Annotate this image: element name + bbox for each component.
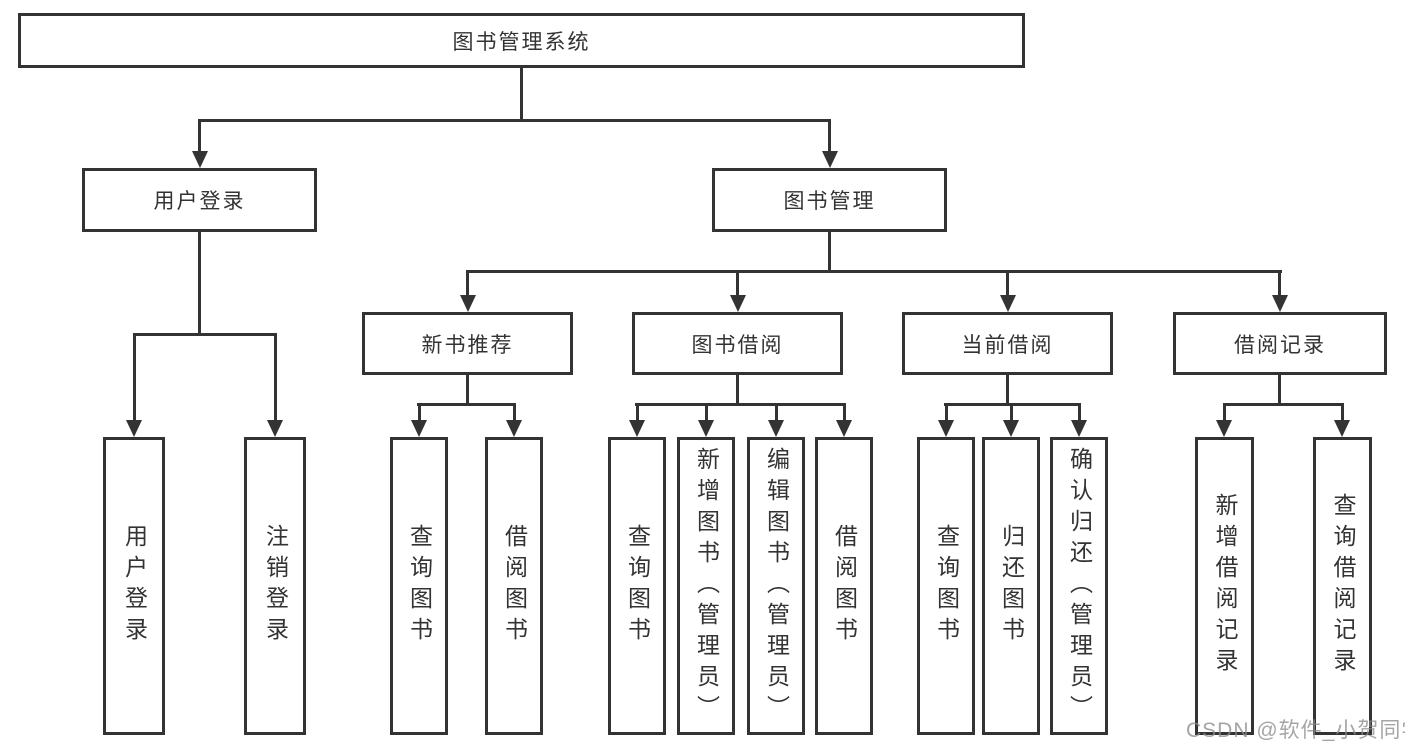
leaf-logout-label: 注销登录: [262, 524, 289, 648]
connector-new-book-recommend-trunk: [466, 375, 469, 406]
leaf-borrowing-query-books-label: 查询图书: [624, 524, 651, 648]
connector-g5-add-shaft: [1223, 403, 1226, 422]
leaf-borrowing-query-books: 查询图书: [608, 437, 666, 735]
connector-user-login-shaft: [198, 119, 201, 152]
leaf-confirm-return-admin-label: 确认归还（管理员）: [1066, 446, 1093, 726]
leaf-return-books: 归还图书: [982, 437, 1040, 735]
connector-logout-shaft: [274, 333, 277, 421]
arrowhead-book-management: [822, 151, 838, 168]
connector-book-management-shaft: [828, 119, 831, 152]
arrowhead-user-login: [192, 151, 208, 168]
arrowhead-g3-query: [629, 420, 645, 437]
leaf-recommend-borrow-books-label: 借阅图书: [501, 524, 528, 648]
node-current-borrowing: 当前借阅: [902, 312, 1113, 375]
node-library-management-system-label: 图书管理系统: [452, 30, 591, 54]
arrowhead-logout: [267, 420, 283, 437]
connector-g2-borrow-shaft: [513, 403, 516, 422]
leaf-current-query-books: 查询图书: [917, 437, 975, 735]
node-borrowing-records: 借阅记录: [1173, 312, 1387, 375]
node-user-login-label: 用户登录: [153, 190, 246, 213]
connector-current-borrowing-shaft: [1006, 270, 1009, 297]
connector-book-borrowing-trunk: [736, 375, 739, 406]
arrowhead-g3-add: [698, 420, 714, 437]
connector-g3-borrow-shaft: [843, 403, 846, 422]
leaf-add-borrow-record: 新增借阅记录: [1195, 437, 1254, 735]
connector-level1-hline: [198, 119, 831, 122]
arrowhead-g2-borrow: [506, 420, 522, 437]
connector-g3-edit-shaft: [775, 403, 778, 422]
connector-g2-query-shaft: [418, 403, 421, 422]
connector-book-borrowing-shaft: [736, 270, 739, 297]
leaf-borrowing-borrow-books-label: 借阅图书: [831, 524, 858, 648]
connector-g3-add-shaft: [705, 403, 708, 422]
connector-g4-confirm-shaft: [1078, 403, 1081, 422]
node-borrowing-records-label: 借阅记录: [1234, 333, 1326, 357]
leaf-recommend-query-books-label: 查询图书: [406, 524, 433, 648]
leaf-user-login: 用户登录: [103, 437, 165, 735]
arrowhead-book-borrowing: [730, 295, 746, 312]
connector-borrowing-records-hline: [1223, 403, 1344, 406]
connector-book-borrowing-hline: [635, 403, 846, 406]
leaf-edit-books-admin: 编辑图书（管理员）: [747, 437, 805, 735]
arrowhead-current-borrowing: [1000, 295, 1016, 312]
connector-user-login-hline: [133, 333, 277, 336]
node-book-management: 图书管理: [712, 168, 947, 232]
leaf-return-books-label: 归还图书: [998, 524, 1025, 648]
connector-g3-query-shaft: [636, 403, 639, 422]
leaf-edit-books-admin-label: 编辑图书（管理员）: [763, 446, 790, 726]
connector-root-trunk: [520, 68, 523, 122]
arrowhead-g5-add: [1216, 420, 1232, 437]
leaf-add-books-admin: 新增图书（管理员）: [677, 437, 735, 735]
leaf-query-borrow-record: 查询借阅记录: [1313, 437, 1372, 735]
arrowhead-g4-return: [1003, 420, 1019, 437]
arrowhead-g3-borrow: [836, 420, 852, 437]
node-book-borrowing-label: 图书借阅: [691, 333, 784, 357]
connector-new-book-recommend-hline: [417, 403, 516, 406]
connector-level2-hline: [466, 270, 1282, 273]
node-current-borrowing-label: 当前借阅: [961, 333, 1054, 357]
node-new-book-recommend-label: 新书推荐: [421, 333, 514, 357]
leaf-logout: 注销登录: [244, 437, 306, 735]
leaf-recommend-borrow-books: 借阅图书: [485, 437, 543, 735]
arrowhead-g2-query: [411, 420, 427, 437]
leaf-add-books-admin-label: 新增图书（管理员）: [693, 446, 720, 726]
arrowhead-g4-query: [938, 420, 954, 437]
leaf-recommend-query-books: 查询图书: [390, 437, 448, 735]
connector-g4-return-shaft: [1010, 403, 1013, 422]
arrowhead-g3-edit: [768, 420, 784, 437]
leaf-user-login-label: 用户登录: [121, 524, 148, 648]
arrowhead-login: [126, 420, 142, 437]
node-library-management-system: 图书管理系统: [18, 13, 1025, 68]
node-book-management-label: 图书管理: [783, 190, 876, 213]
arrowhead-g4-confirm: [1071, 420, 1087, 437]
arrowhead-g5-query: [1334, 420, 1350, 437]
connector-borrowing-records-shaft: [1278, 270, 1281, 297]
connector-current-borrowing-trunk: [1006, 375, 1009, 406]
connector-g4-query-shaft: [945, 403, 948, 422]
csdn-watermark: CSDN @软件_小贺同学: [1186, 719, 1405, 742]
arrowhead-borrowing-records: [1272, 295, 1288, 312]
leaf-confirm-return-admin: 确认归还（管理员）: [1050, 437, 1108, 735]
connector-login-shaft: [133, 333, 136, 421]
connector-user-login-trunk: [198, 232, 201, 336]
connector-new-book-recommend-shaft: [466, 270, 469, 297]
node-book-borrowing: 图书借阅: [632, 312, 843, 375]
leaf-query-borrow-record-label: 查询借阅记录: [1330, 493, 1356, 679]
connector-borrowing-records-trunk: [1278, 375, 1281, 406]
connector-book-management-trunk: [828, 232, 831, 273]
connector-g5-query-shaft: [1341, 403, 1344, 422]
arrowhead-new-book-recommend: [460, 295, 476, 312]
leaf-add-borrow-record-label: 新增借阅记录: [1212, 493, 1238, 679]
node-new-book-recommend: 新书推荐: [362, 312, 573, 375]
leaf-borrowing-borrow-books: 借阅图书: [815, 437, 873, 735]
node-user-login: 用户登录: [82, 168, 317, 232]
leaf-current-query-books-label: 查询图书: [933, 524, 960, 648]
